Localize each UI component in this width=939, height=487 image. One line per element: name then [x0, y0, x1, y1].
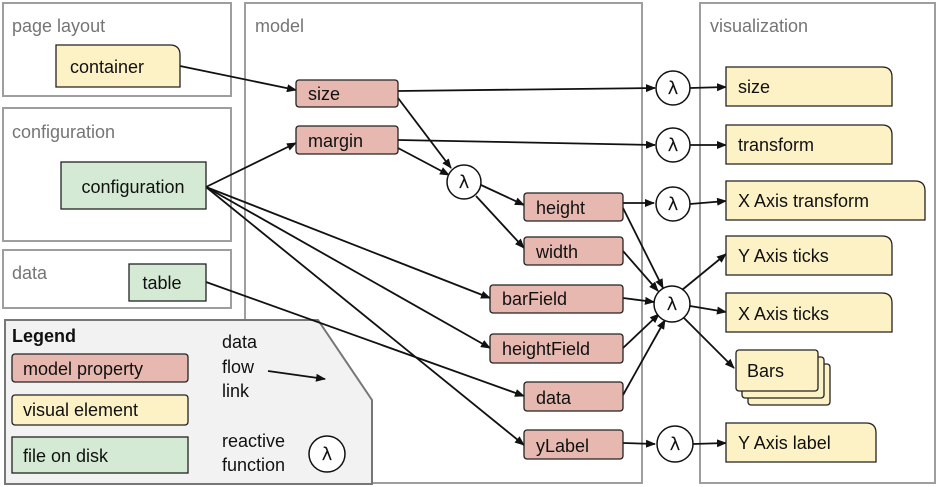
model-ylabel-label: yLabel: [536, 436, 589, 456]
file-configuration-label: configuration: [81, 177, 184, 197]
lambda-symbol-y-axis-label: λ: [670, 434, 681, 455]
edge-ylabel-to-lambda-5: [622, 439, 656, 448]
file-configuration: configuration: [60, 161, 207, 210]
legend-lambda-symbol: λ: [322, 444, 333, 465]
edge-lambda-center-to-width: [475, 195, 525, 249]
visual-y-axis-label-label: Y Axis label: [738, 433, 831, 453]
visual-bars: Bars: [735, 349, 831, 406]
visual-bars-stack-front: [735, 349, 819, 392]
model-width: width: [523, 236, 624, 266]
edge-margin-to-lambda-center: [397, 147, 450, 176]
edge-size-to-lambda-1: [397, 84, 656, 93]
model-barfield-label: barField: [502, 289, 567, 309]
model-data: data: [523, 381, 624, 412]
legend-file-on-disk-label: file on disk: [23, 446, 109, 466]
edge-lambda-1-to-size: [689, 83, 727, 92]
edge-configuration-to-ylabel: [205, 186, 525, 446]
lambda-node-chart: λ: [653, 285, 691, 323]
legend-reactive-line2: function: [222, 455, 285, 475]
legend-visual-element-swatch: [11, 394, 189, 426]
legend-title: Legend: [12, 326, 76, 346]
legend-flow-line1: data: [222, 332, 258, 352]
edge-heightfield-to-lambda-4: [622, 313, 660, 349]
edge-lambda-4-to-x-axis-ticks: [689, 305, 727, 315]
model-margin-label: margin: [308, 131, 363, 151]
visual-size-label: size: [738, 77, 770, 97]
edge-lambda-5-to-y-axis-label: [692, 439, 727, 448]
edge-configuration-to-barfield: [205, 186, 491, 299]
legend: Legend model property visual element fil…: [4, 319, 373, 485]
model-heightfield-label: heightField: [502, 339, 590, 359]
edge-data-to-lambda-4: [622, 319, 666, 396]
visual-x-axis-ticks: X Axis ticks: [725, 292, 893, 333]
visual-size: size: [725, 66, 893, 107]
legend-flow-line3: link: [222, 381, 250, 401]
model-heightfield: heightField: [489, 333, 624, 364]
lambda-node-x-axis-transform: λ: [655, 186, 691, 222]
lambda-symbol-transform: λ: [668, 135, 679, 156]
visual-transform-label: transform: [738, 135, 814, 155]
lambda-node-center: λ: [446, 164, 482, 200]
edge-width-to-lambda-4: [622, 250, 659, 292]
edge-margin-to-lambda-2: [397, 139, 656, 149]
visual-transform: transform: [725, 124, 893, 165]
panel-title-visualization: visualization: [710, 16, 808, 36]
model-height: height: [523, 192, 624, 222]
model-ylabel: yLabel: [523, 429, 624, 460]
legend-model-property-swatch: [11, 353, 189, 383]
visual-x-axis-transform-label: X Axis transform: [738, 191, 869, 211]
legend-model-property-label: model property: [23, 359, 143, 379]
legend-visual-element-label: visual element: [23, 400, 138, 420]
edge-size-to-lambda-center: [397, 97, 452, 169]
legend-flow-line2: flow: [222, 357, 255, 377]
edge-configuration-to-heightfield: [205, 186, 491, 349]
model-data-label: data: [536, 388, 572, 408]
lambda-symbol-size: λ: [668, 78, 679, 99]
model-size: size: [295, 79, 399, 108]
lambda-node-y-axis-label: λ: [656, 425, 694, 463]
legend-flow-arrow: [267, 370, 326, 382]
edges: [179, 65, 735, 448]
legend-reactive-line1: reactive: [222, 431, 285, 451]
lambda-symbol-chart: λ: [667, 294, 678, 315]
panel-title-configuration: configuration: [12, 122, 115, 142]
legend-lambda-circle: [308, 435, 346, 473]
visual-x-axis-transform: X Axis transform: [725, 180, 926, 221]
visual-y-axis-label: Y Axis label: [725, 422, 877, 463]
model-width-label: width: [535, 242, 578, 262]
visual-y-axis-ticks: Y Axis ticks: [725, 235, 893, 276]
file-table-label: table: [142, 273, 181, 293]
visual-bars-label: Bars: [747, 361, 784, 381]
lambda-node-size: λ: [655, 70, 691, 106]
panel-title-page-layout: page layout: [12, 16, 105, 36]
visual-container-label: container: [70, 57, 144, 77]
lambda-node-transform: λ: [655, 127, 691, 163]
legend-file-on-disk-swatch: [11, 436, 189, 474]
edge-barfield-to-lambda-4: [622, 296, 655, 305]
edge-configuration-to-margin: [205, 142, 297, 188]
edge-lambda-4-to-bars: [683, 317, 735, 369]
visual-x-axis-ticks-label: X Axis ticks: [738, 304, 829, 324]
edge-lambda-4-to-y-axis-ticks: [681, 253, 727, 291]
lambda-symbol-center: λ: [459, 172, 470, 193]
file-table: table: [128, 263, 207, 302]
lambda-symbol-x-axis-transform: λ: [668, 194, 679, 215]
edge-container-to-size: [179, 65, 297, 93]
model-size-label: size: [308, 84, 340, 104]
model-height-label: height: [536, 198, 585, 218]
model-margin: margin: [295, 125, 399, 155]
visual-container: container: [55, 44, 181, 88]
edge-height-to-lambda-4: [622, 207, 664, 289]
panel-title-data: data: [12, 263, 48, 283]
edge-lambda-center-to-height: [480, 184, 525, 206]
model-barfield: barField: [489, 284, 624, 314]
edge-table-to-data: [205, 281, 525, 397]
edge-lambda-3-to-x-axis-transform: [689, 197, 727, 206]
visual-y-axis-ticks-label: Y Axis ticks: [738, 246, 829, 266]
panel-title-model: model: [255, 16, 304, 36]
